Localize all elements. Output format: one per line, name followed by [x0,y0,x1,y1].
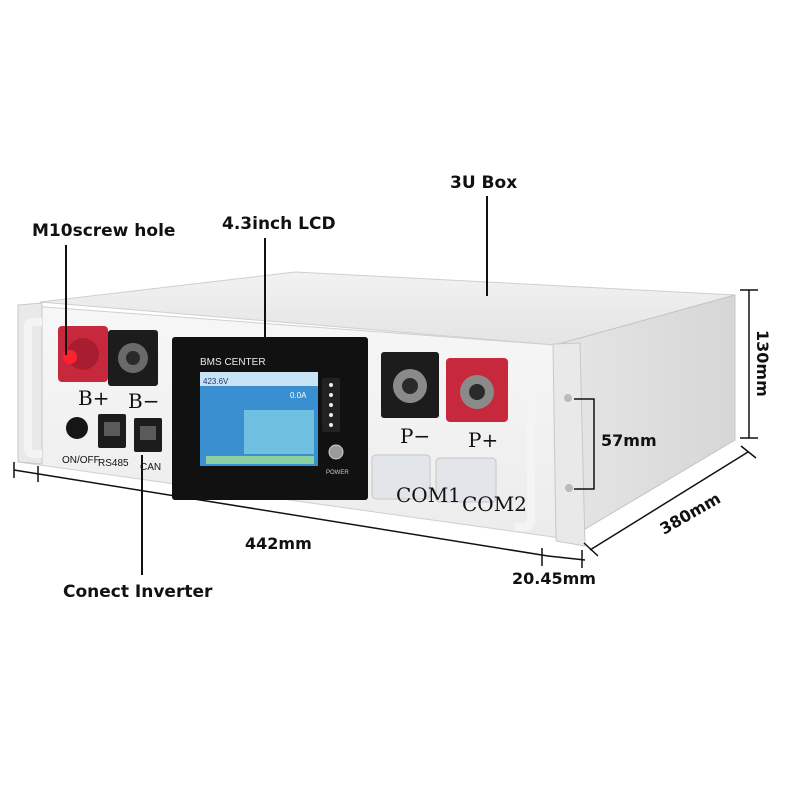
rs485-label: RS485 [98,458,129,469]
handle-left [24,318,42,458]
onoff-label: ON/OFF [62,455,100,466]
inverter-callout: Conect Inverter [63,582,213,602]
lcd-voltage: 423.6V [203,377,229,386]
ear-dim-line [547,555,586,561]
box-callout: 3U Box [450,173,517,193]
width-dim-label: 442mm [245,534,312,553]
p-minus-label: P− [400,424,430,448]
b-minus-terminal [108,330,158,386]
com2-port[interactable] [435,457,497,503]
com1-port[interactable] [371,454,431,500]
depth-dim-label: 380mm [657,489,724,539]
lcd-current: 0.0A [290,391,307,400]
can-label: CAN [140,462,161,473]
screw-hole-callout: M10screw hole [32,221,175,241]
p-minus-terminal [381,352,439,418]
width-dim-line [13,469,549,557]
com1-label: COM1 [396,483,461,507]
ear-hole-bottom [565,484,573,492]
ear-dim-label: 20.45mm [512,569,596,588]
com2-label: COM2 [462,492,527,516]
b-plus-terminal [58,326,108,382]
hole-spacing-bracket [574,398,595,490]
height-dim-label: 130mm [753,330,772,397]
power-label: POWER [326,470,349,476]
p-plus-label: P+ [468,428,498,452]
power-button[interactable] [328,444,344,460]
rack-ear-right [552,342,586,547]
lcd-module: BMS CENTER 423.6V 0.0A POWER [172,337,368,500]
lcd-callout: 4.3inch LCD [222,214,336,234]
handle-right [515,358,535,531]
b-minus-label: B− [128,389,159,413]
b-plus-label: B+ [78,386,109,410]
lcd-title: BMS CENTER [200,357,266,368]
hole-spacing-label: 57mm [601,431,657,450]
ear-hole-top [564,394,572,402]
onoff-switch[interactable] [66,417,88,439]
p-plus-terminal [446,358,508,422]
depth-dim-line [589,451,749,551]
